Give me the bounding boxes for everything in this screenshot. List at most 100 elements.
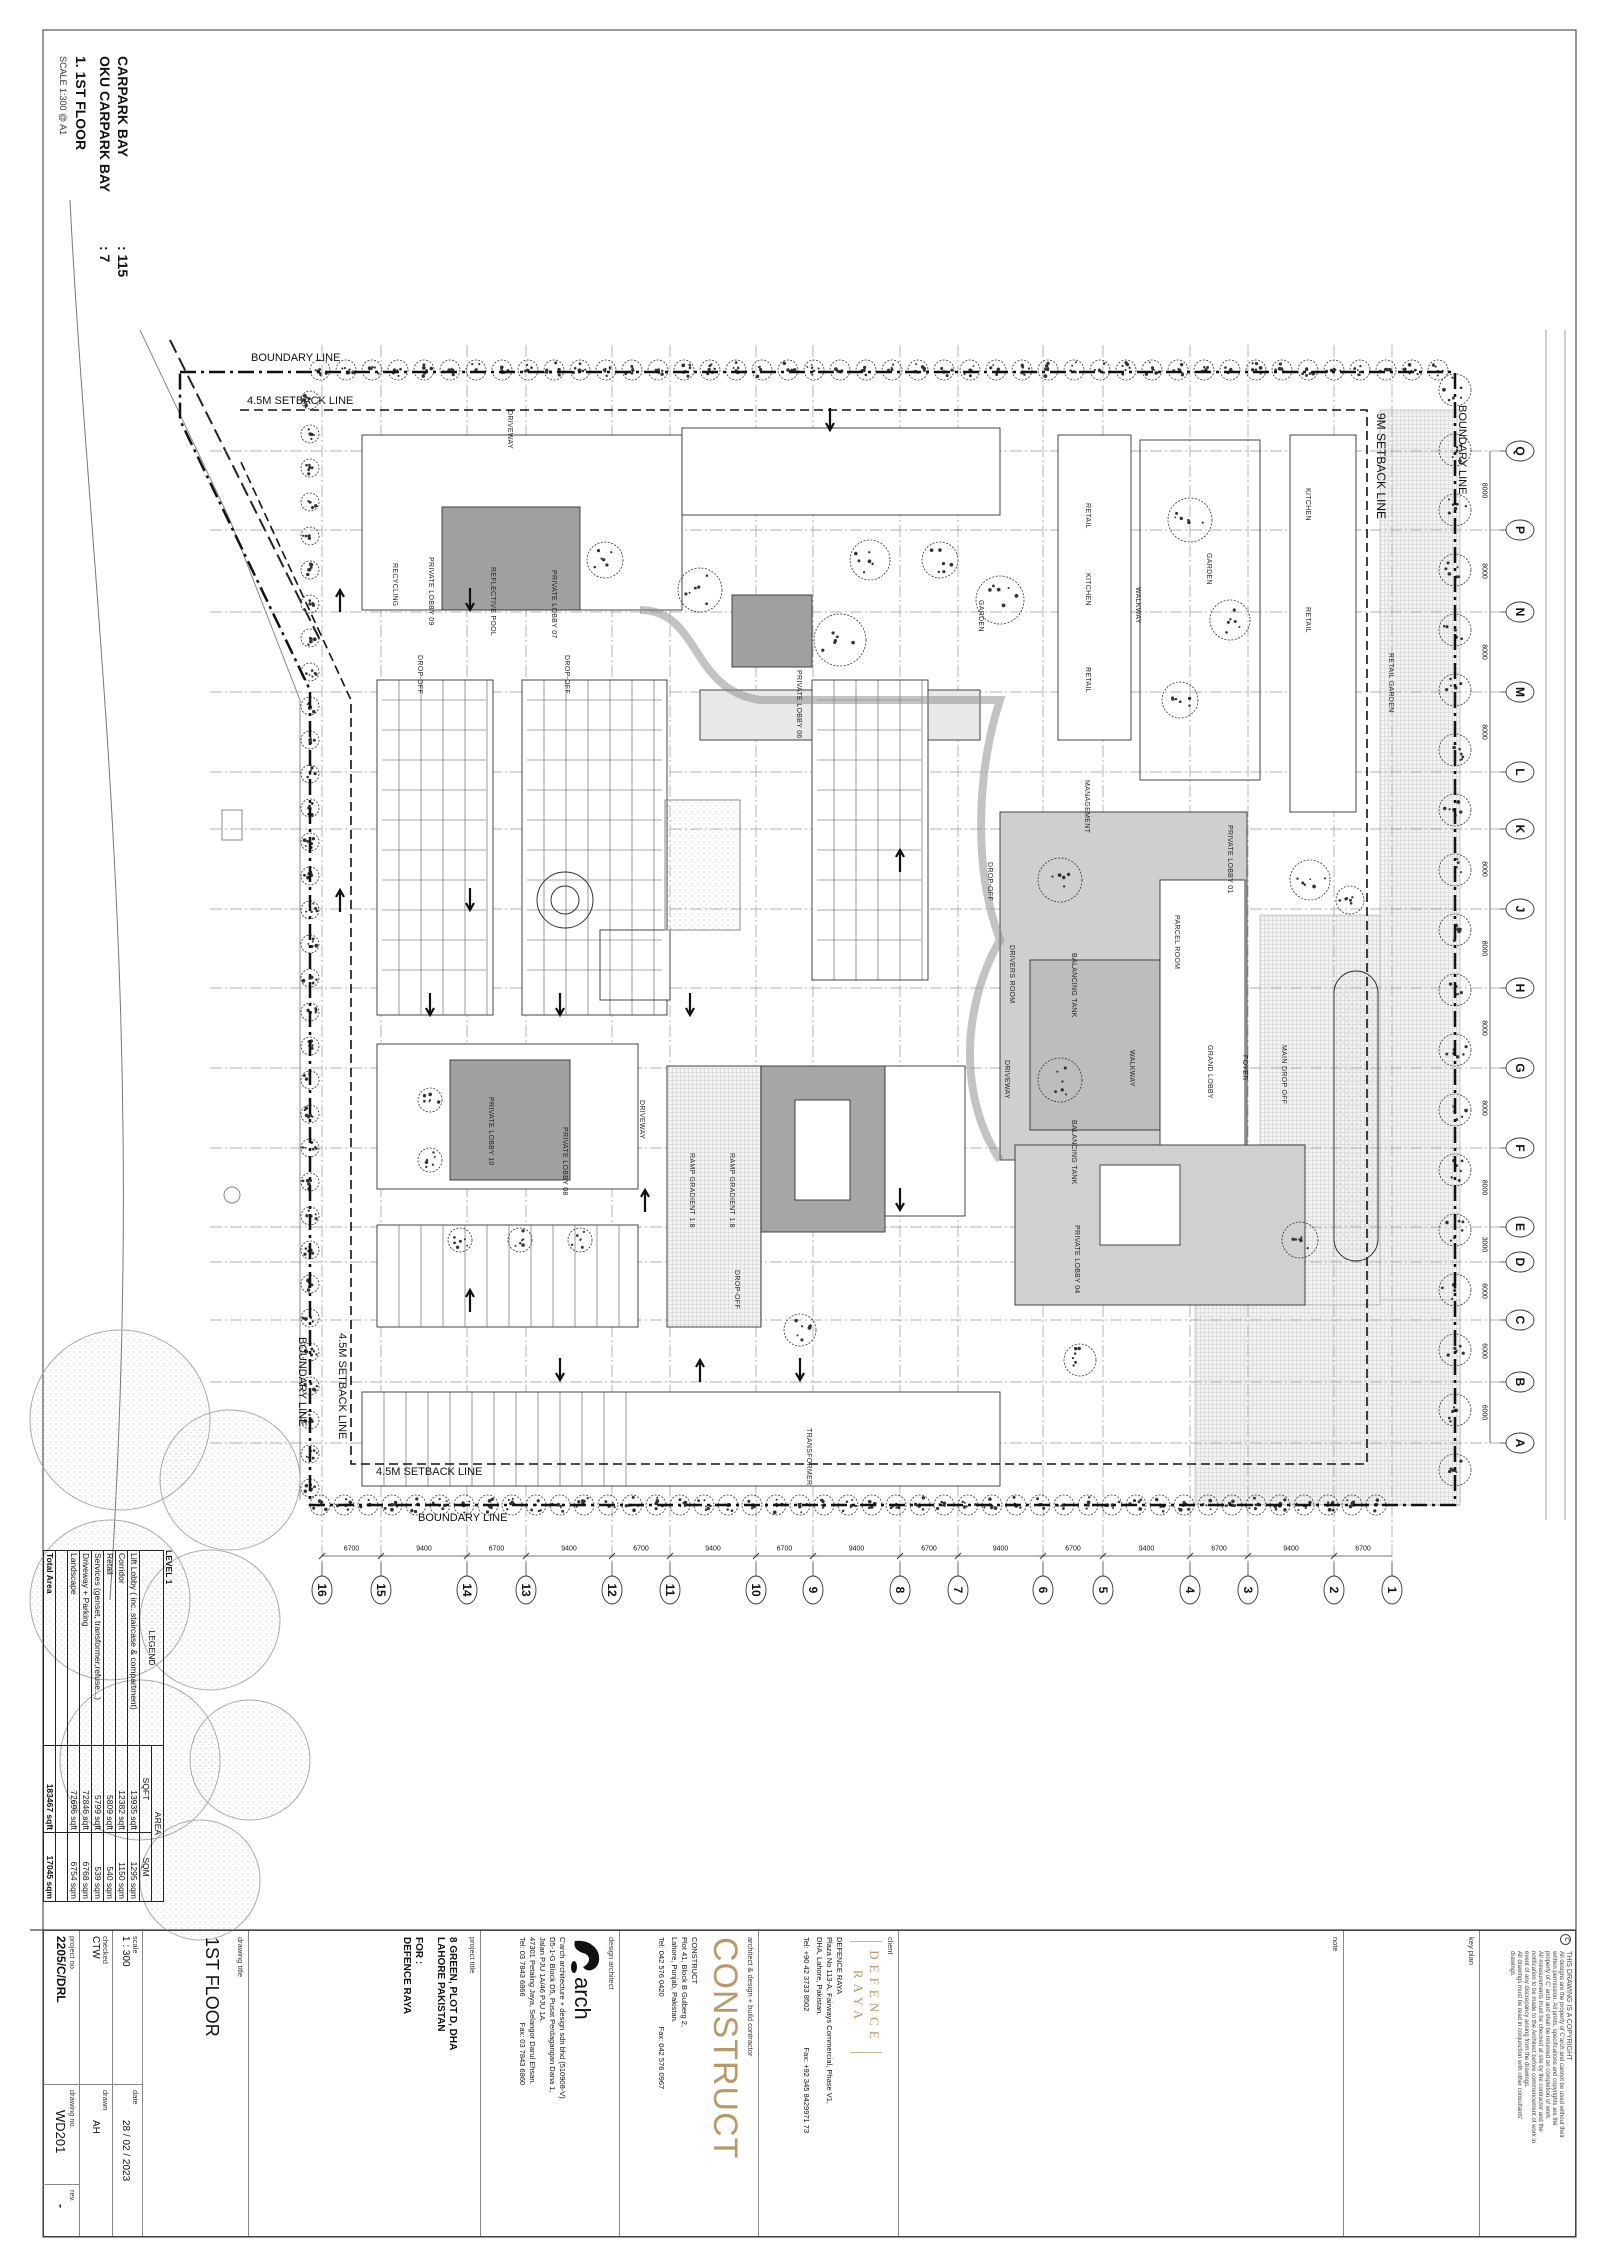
tree-foliage-dot [1461, 755, 1465, 759]
tree-foliage-dot [312, 1449, 316, 1452]
row-dimension-label: 8000 [1481, 861, 1488, 877]
date-label: date [131, 2090, 140, 2105]
column-dimension-label: 6700 [489, 1546, 505, 1553]
architect-name: C'arch architecture + design sdn bhd (51… [558, 1937, 567, 2099]
legend-item-sqm: 6768 sqm [79, 1832, 92, 1902]
tree-foliage-dot [1407, 362, 1412, 367]
drawing-title-label: drawing title [236, 1937, 245, 1978]
tree-foliage-dot [580, 1245, 584, 1249]
tree-foliage-dot [312, 710, 316, 714]
tree-foliage-dot [1453, 628, 1457, 632]
tree-foliage-dot [1278, 362, 1283, 366]
dimension-tick [1186, 1552, 1194, 1560]
tree-foliage-dot [1448, 1469, 1452, 1474]
tree-foliage-dot [821, 1506, 825, 1509]
grid-bubble-label: 10 [749, 1583, 763, 1597]
tree-foliage-dot [499, 365, 504, 370]
grid-bubble-label: B [1513, 1378, 1527, 1387]
tree-foliage-dot [309, 637, 313, 641]
tree-icon [921, 541, 959, 579]
planter-oval [1333, 970, 1379, 1262]
tree-foliage-dot [573, 366, 577, 370]
tree-foliage-dot [1073, 1346, 1078, 1351]
tree-foliage-dot [451, 373, 455, 377]
plan-room-label: DROP-OFF [733, 1270, 740, 1309]
tree-foliage-dot [1279, 367, 1284, 371]
tree-foliage-dot [1299, 1238, 1303, 1243]
tree-foliage-dot [490, 1497, 495, 1501]
drawn-label: drawn [101, 2090, 110, 2111]
tree-foliage-dot [302, 534, 305, 537]
tree-foliage-dot [1044, 367, 1048, 371]
tree-foliage-dot [422, 363, 426, 367]
tree-foliage-dot [1253, 1496, 1256, 1500]
tree-foliage-dot [1459, 396, 1463, 399]
plan-room-label: WALKWAY [1134, 587, 1141, 624]
tree-foliage-dot [1007, 587, 1010, 590]
tree-foliage-dot [1460, 1229, 1464, 1232]
scale-value: 1 : 300 [120, 1936, 131, 1967]
tree-foliage-dot [807, 1326, 812, 1330]
tree-foliage-dot [1112, 1507, 1115, 1510]
plan-room-label: WALKWAY [1128, 1050, 1135, 1087]
existing-structure [221, 809, 243, 841]
tree-foliage-dot [309, 769, 312, 772]
tree-foliage-dot [383, 1506, 387, 1510]
tree-foliage-dot [1383, 367, 1388, 372]
tree-foliage-dot [450, 367, 453, 370]
tree-foliage-dot [346, 1508, 350, 1511]
project-title-label: project title [468, 1937, 477, 1974]
tree-foliage-dot [703, 1499, 706, 1502]
tree-foliage-dot [989, 366, 993, 370]
tree-foliage-dot [1448, 982, 1453, 986]
dimension-tick [1039, 1552, 1047, 1560]
tree-foliage-dot [990, 1506, 993, 1510]
tree-foliage-dot [929, 548, 934, 552]
tree-icon [725, 359, 747, 381]
tree-foliage-dot [311, 1320, 314, 1323]
tree-foliage-dot [1056, 1070, 1059, 1073]
grid-bubble [1092, 1575, 1114, 1605]
row-dimension-label: 6000 [1481, 1405, 1488, 1421]
tree-foliage-dot [1061, 1080, 1064, 1083]
tree-foliage-dot [1358, 373, 1361, 376]
tree-foliage-dot [1071, 364, 1074, 367]
tree-foliage-dot [445, 1500, 448, 1503]
legend-item-sqm: 1150 sqm [115, 1832, 128, 1902]
tree-foliage-dot [307, 468, 310, 472]
plan-room-label: REFLECTIVE POOL [489, 567, 496, 637]
tree-foliage-dot [433, 1155, 436, 1158]
tree-foliage-dot [1291, 1237, 1295, 1241]
legend-total-sqft: 183467 sqft [43, 1745, 56, 1833]
tree-foliage-dot [608, 366, 612, 369]
tree-foliage-dot [810, 363, 813, 366]
tree-foliage-dot [315, 978, 318, 981]
tree-icon [300, 594, 320, 614]
tree-foliage-dot [821, 648, 825, 652]
tree-foliage-dot [309, 1353, 314, 1357]
tree-foliage-dot [1455, 445, 1459, 449]
tree-foliage-dot [1054, 1090, 1058, 1094]
tree-foliage-dot [1456, 993, 1460, 996]
tree-foliage-dot [1461, 1220, 1465, 1224]
tree-foliage-dot [1445, 625, 1449, 629]
tree-foliage-dot [1077, 1346, 1081, 1351]
grid-bubble [1505, 1216, 1535, 1238]
tree-foliage-dot [845, 1500, 849, 1504]
top-boundary-label: BOUNDARY LINE [251, 352, 341, 364]
tree-icon [1209, 599, 1251, 641]
dimension-tick [1330, 1552, 1338, 1560]
tree-foliage-dot [1258, 365, 1263, 370]
plan-room-label: RETAIL GARDEN [1387, 653, 1394, 713]
tree-foliage-dot [1150, 366, 1155, 370]
grid-bubble-label: C [1513, 1316, 1527, 1325]
tree-foliage-dot [423, 1099, 426, 1103]
tree-foliage-dot [441, 1507, 445, 1511]
tree-foliage-dot [559, 1506, 562, 1509]
tree-foliage-dot [313, 504, 318, 508]
project-for: FOR : [413, 1937, 424, 1965]
grid-bubble [1505, 1371, 1535, 1393]
tree-foliage-dot [415, 1497, 419, 1501]
